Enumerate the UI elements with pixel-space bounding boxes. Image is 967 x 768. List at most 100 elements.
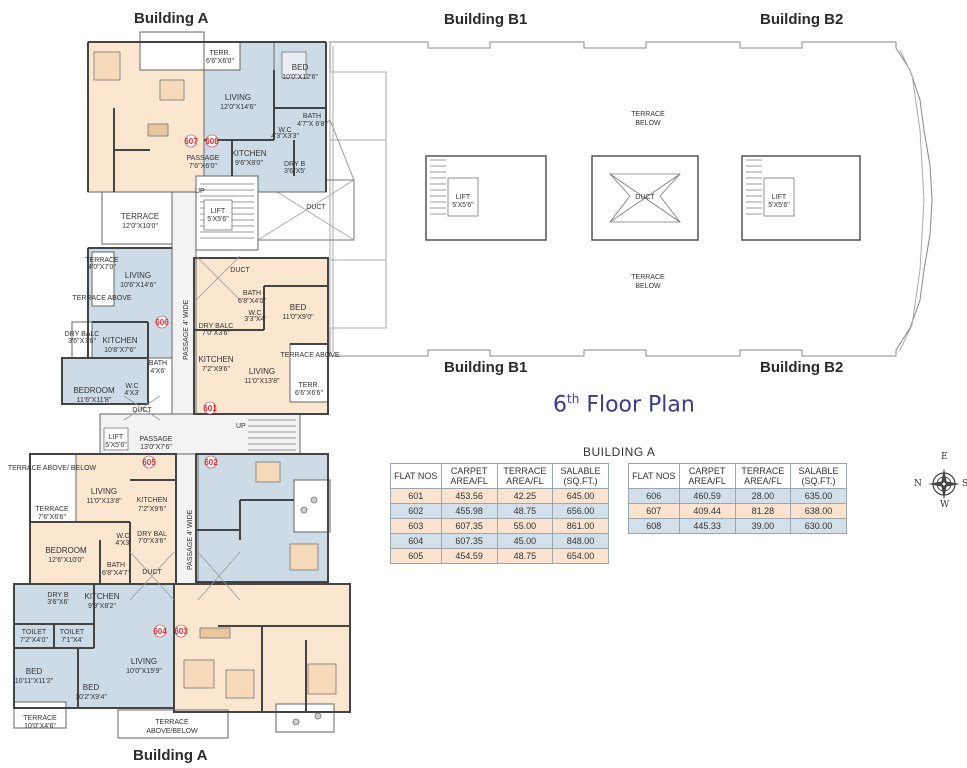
flat-604-marker: 604: [153, 627, 167, 636]
bed-604a-dim: 10'11"X11'2": [15, 678, 54, 685]
cell-flat: 604: [390, 533, 442, 549]
lift-b1-label: LIFT: [456, 194, 471, 201]
duct-2-label: DUCT: [230, 267, 250, 274]
passage-wide-1-label: PASSAGE 4' WIDE: [183, 299, 190, 360]
cell-salable: 638.00: [789, 503, 848, 519]
passage-mid-dim: 13'0"X7'6": [140, 444, 172, 451]
table-row: 603 607.35 55.00 861.00: [390, 518, 610, 534]
building-b1-bottom-heading: Building B1: [444, 359, 528, 376]
passage-top-label: PASSAGE: [187, 155, 220, 162]
room-labels: TERR. 6'6"X6'0" BED 10'0"X12'6" LIVING 1…: [8, 50, 340, 735]
kitchen-608-dim: 9'6"X8'0": [235, 160, 263, 167]
terrace-above-606-label: TERRACE: [85, 257, 119, 264]
header-flat: FLAT NOS: [390, 463, 442, 489]
compass-rose-icon: [928, 468, 960, 500]
bath-606-label: BATH: [149, 360, 167, 367]
kitchen-606-dim: 10'8"X7'6": [104, 347, 136, 354]
building-a-bottom-heading: Building A: [133, 747, 208, 764]
lift-a-top-label: LIFT: [211, 208, 226, 215]
toilet-2-dim: 7'1"X4': [61, 637, 83, 644]
cell-salable: 635.00: [789, 488, 848, 504]
cell-terrace: 45.00: [496, 533, 553, 549]
flat-607-marker: 607: [184, 137, 198, 146]
kitchen-606-label: KITCHEN: [102, 336, 137, 345]
compass-icon: E N S W: [914, 452, 967, 510]
table-row: 601 453.56 42.25 645.00: [390, 488, 610, 504]
floor-number: 6: [553, 392, 567, 418]
terrace-below-1-label: TERRACE: [631, 111, 665, 118]
living-605-label: LIVING: [91, 487, 117, 496]
dry-608-dim: 3'6"X5': [284, 168, 306, 175]
building-b2-bottom-heading: Building B2: [760, 359, 844, 376]
furniture: [93, 51, 337, 726]
living-605-dim: 11'0"X13'8": [86, 498, 122, 505]
wc-601-dim: 3'3"X4': [244, 316, 266, 323]
cell-flat: 603: [390, 518, 442, 534]
table-row: 606 460.59 28.00 635.00: [628, 488, 848, 504]
bedroom-606-dim: 11'6"X11'8": [77, 397, 112, 404]
terrace-above-606b-label: TERRACE ABOVE: [72, 295, 131, 302]
living-601-label: LIVING: [249, 367, 275, 376]
table-caption: BUILDING A: [583, 445, 656, 459]
bath-605-label: BATH: [107, 562, 125, 569]
wc-608-label: W.C: [278, 127, 291, 134]
dry-608-label: DRY B: [284, 161, 305, 168]
bath-605-dim: 6'8"X4'7": [102, 570, 130, 577]
wc-605-dim: 4'X3': [115, 540, 130, 547]
floor-plan-title: 6th Floor Plan: [553, 392, 695, 417]
living-606-label: LIVING: [125, 271, 151, 280]
cell-salable: 645.00: [551, 488, 610, 504]
terrace-above-601-label: TERRACE ABOVE: [280, 352, 339, 359]
dry-balc-606-dim: 3'6"X7'6": [68, 338, 96, 345]
living-604-dim: 10'0"X15'9": [126, 668, 162, 675]
table-header-row: FLAT NOS CARPET AREA/FL TERRACE AREA/FL …: [628, 463, 848, 489]
lift-a-mid-dim: 5'X5'6": [105, 442, 127, 449]
passage-top-dim: 7'6"X6'0": [189, 163, 217, 170]
duct-1-label: DUCT: [306, 204, 326, 211]
dry-balc-606-label: DRY BALC: [65, 331, 100, 338]
bath-608-label: BATH: [303, 113, 321, 120]
terr-top-dim: 6'6"X6'0": [206, 58, 234, 65]
cell-terrace: 39.00: [734, 518, 791, 534]
table-header-row: FLAT NOS CARPET AREA/FL TERRACE AREA/FL …: [390, 463, 610, 489]
terrace-above-605-label: TERRACE ABOVE/ BELOW: [8, 465, 97, 472]
living-601-dim: 11'0"X13'8": [244, 378, 280, 385]
living-606-dim: 10'6"X14'6": [120, 282, 156, 289]
table-row: 604 607.35 45.00 848.00: [390, 533, 610, 549]
lift-b2-dim: 5'X5'6": [768, 202, 790, 209]
terrace-below-1b-label: BELOW: [635, 120, 661, 127]
kitchen-608-label: KITCHEN: [231, 149, 266, 158]
header-salable: SALABLE (SQ.FT.): [551, 463, 610, 489]
building-b-cores: [425, 155, 861, 241]
cell-carpet: 409.44: [678, 503, 736, 519]
wc-605-label: W.C: [116, 533, 129, 540]
area-table-right: FLAT NOS CARPET AREA/FL TERRACE AREA/FL …: [628, 463, 848, 534]
bath-601-label: BATH: [243, 290, 261, 297]
bed-601-dim: 11'0"X9'0": [282, 314, 314, 321]
terr-601-dim: 6'6"X6'6": [295, 390, 323, 397]
table-row: 602 455.98 48.75 656.00: [390, 503, 610, 519]
flat-numbers: 601 602 603 604 605 606 607 608: [142, 134, 219, 638]
toilet-1-dim: 7'2"X4'0": [20, 637, 48, 644]
dry-b-604-dim: 3'6"X6': [47, 599, 69, 606]
duct-3-label: DUCT: [132, 407, 152, 414]
building-a-walls: [13, 41, 351, 713]
table-row: 608 445.33 39.00 630.00: [628, 518, 848, 534]
dry-b-604-label: DRY B: [47, 592, 68, 599]
kitchen-605-label: KITCHEN: [137, 497, 168, 504]
cell-salable: 654.00: [551, 548, 610, 564]
area-table-left: FLAT NOS CARPET AREA/FL TERRACE AREA/FL …: [390, 463, 610, 564]
toilet-2-label: TOILET: [60, 629, 85, 636]
up-top-label: UP: [195, 188, 205, 195]
terr-top-label: TERR.: [210, 50, 231, 57]
building-a-top-heading: Building A: [134, 10, 209, 27]
dry-balc-605-dim: 7'0"X3'6": [138, 538, 166, 545]
duct-diagonals: [123, 255, 241, 601]
duct-4-label: DUCT: [142, 569, 162, 576]
passage-mid-label: PASSAGE: [140, 436, 173, 443]
cell-flat: 602: [390, 503, 442, 519]
passage-wide-2-label: PASSAGE 4' WIDE: [187, 509, 194, 570]
terrace-607-dim: 12'0"X10'0": [122, 223, 158, 230]
terrace-bottom-2-label: ABOVE/BELOW: [146, 728, 198, 735]
